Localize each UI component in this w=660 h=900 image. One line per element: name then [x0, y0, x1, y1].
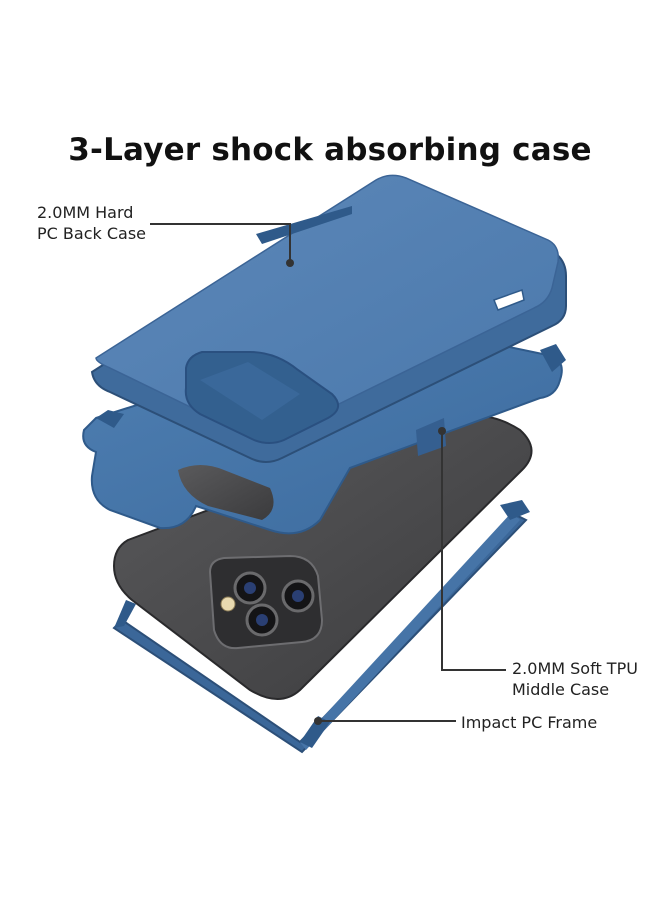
callout-middle-case-line2: Middle Case [512, 680, 610, 699]
callout-middle-case-line1: 2.0MM Soft TPU [512, 659, 638, 678]
camera-lens-icon [233, 571, 267, 605]
callout-back-case: 2.0MM Hard PC Back Case [37, 202, 146, 244]
leader-line-middle-case [438, 427, 506, 671]
callout-back-case-line1: 2.0MM Hard [37, 203, 134, 222]
pc-frame [112, 500, 530, 754]
camera-lens-icon [245, 603, 279, 637]
flash-icon [220, 596, 236, 612]
callout-frame-line1: Impact PC Frame [461, 713, 598, 732]
callout-middle-case: 2.0MM Soft TPU Middle Case [512, 658, 638, 700]
leader-line-back-case [150, 223, 294, 267]
page-title: 3-Layer shock absorbing case [68, 132, 592, 168]
leader-line-frame [314, 717, 456, 725]
callout-frame: Impact PC Frame [461, 712, 597, 733]
camera-lens-icon [281, 579, 315, 613]
callout-back-case-line2: PC Back Case [37, 224, 146, 243]
pc-back-case [90, 174, 567, 463]
